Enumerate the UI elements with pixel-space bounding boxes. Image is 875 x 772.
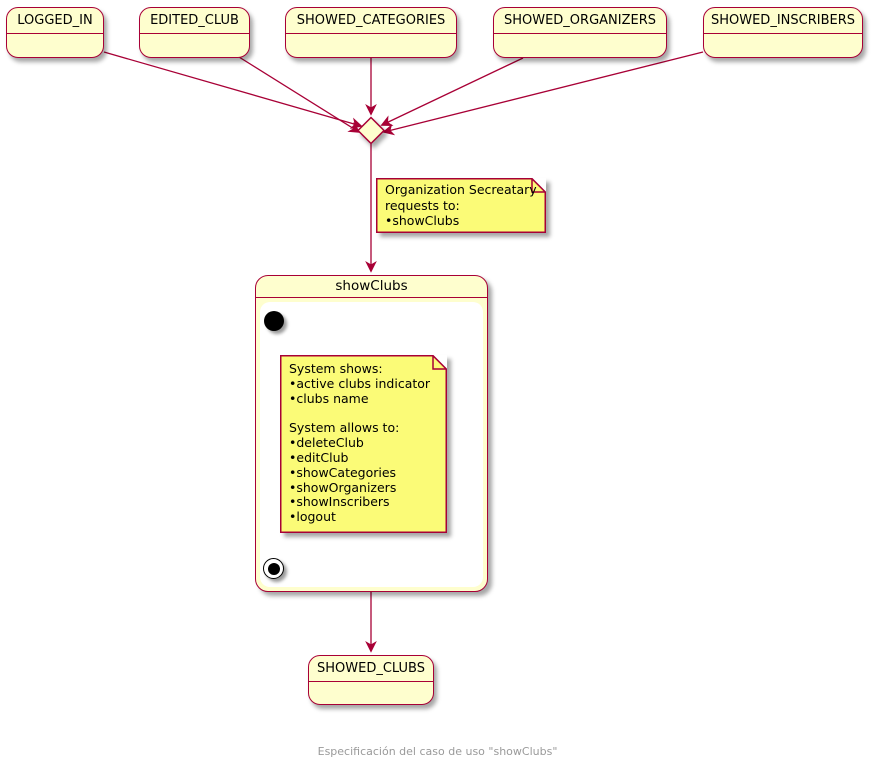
initial-state-icon (264, 311, 284, 331)
composite-title: showClubs (256, 276, 487, 298)
state-label: LOGGED_IN (7, 8, 103, 34)
state-body (704, 34, 862, 56)
diagram-caption: Especificación del caso de uso "showClub… (317, 745, 558, 758)
note-section: System allows to: deleteClub editClub sh… (289, 421, 438, 525)
note-request: Organization Secreatary requests to: sho… (376, 178, 546, 233)
edge-logged-in-to-choice (103, 51, 363, 129)
note-item: active clubs indicator (289, 376, 438, 392)
state-showed-inscribers: SHOWED_INSCRIBERS (703, 7, 863, 58)
note-request-text: Organization Secreatary requests to: sho… (376, 178, 546, 233)
state-showed-organizers: SHOWED_ORGANIZERS (493, 7, 667, 58)
note-item: logout (289, 509, 438, 525)
note-section-title: System allows to: (289, 420, 400, 436)
state-showed-clubs: SHOWED_CLUBS (308, 655, 434, 705)
state-logged-in: LOGGED_IN (6, 7, 104, 58)
edge-edited-club-to-choice (238, 56, 361, 133)
note-item: showOrganizers (289, 480, 438, 496)
note-item: showClubs (385, 213, 537, 229)
note-item: showCategories (289, 465, 438, 481)
note-item: deleteClub (289, 435, 438, 451)
note-item: showInscribers (289, 495, 438, 510)
final-state-icon (263, 558, 284, 579)
note-section: System shows: active clubs indicator clu… (289, 361, 438, 407)
dog-ear-icon (432, 355, 447, 370)
note-system: System shows: active clubs indicator clu… (280, 355, 447, 533)
note-item: editClub (289, 450, 438, 466)
choice-diamond-icon (356, 116, 386, 145)
note-line: requests to: (385, 197, 460, 213)
state-body (7, 34, 103, 56)
state-body (286, 34, 456, 56)
edge-showed-organizers-to-choice (380, 57, 524, 127)
state-label: SHOWED_ORGANIZERS (494, 8, 666, 34)
note-system-text: System shows: active clubs indicator clu… (280, 355, 447, 532)
note-section-title: System shows: (289, 361, 383, 376)
state-label: EDITED_CLUB (140, 8, 249, 34)
state-body (140, 34, 249, 56)
dog-ear-icon (531, 178, 546, 193)
note-item: clubs name (289, 391, 438, 407)
state-body (309, 682, 433, 704)
state-edited-club: EDITED_CLUB (139, 7, 250, 58)
note-line: Organization Secreatary (385, 182, 537, 197)
state-body (494, 34, 666, 56)
edge-showed-inscribers-to-choice (382, 51, 704, 136)
state-showed-categories: SHOWED_CATEGORIES (285, 7, 457, 58)
state-label: SHOWED_INSCRIBERS (704, 8, 862, 34)
state-label: SHOWED_CLUBS (309, 656, 433, 682)
state-label: SHOWED_CATEGORIES (286, 8, 456, 34)
